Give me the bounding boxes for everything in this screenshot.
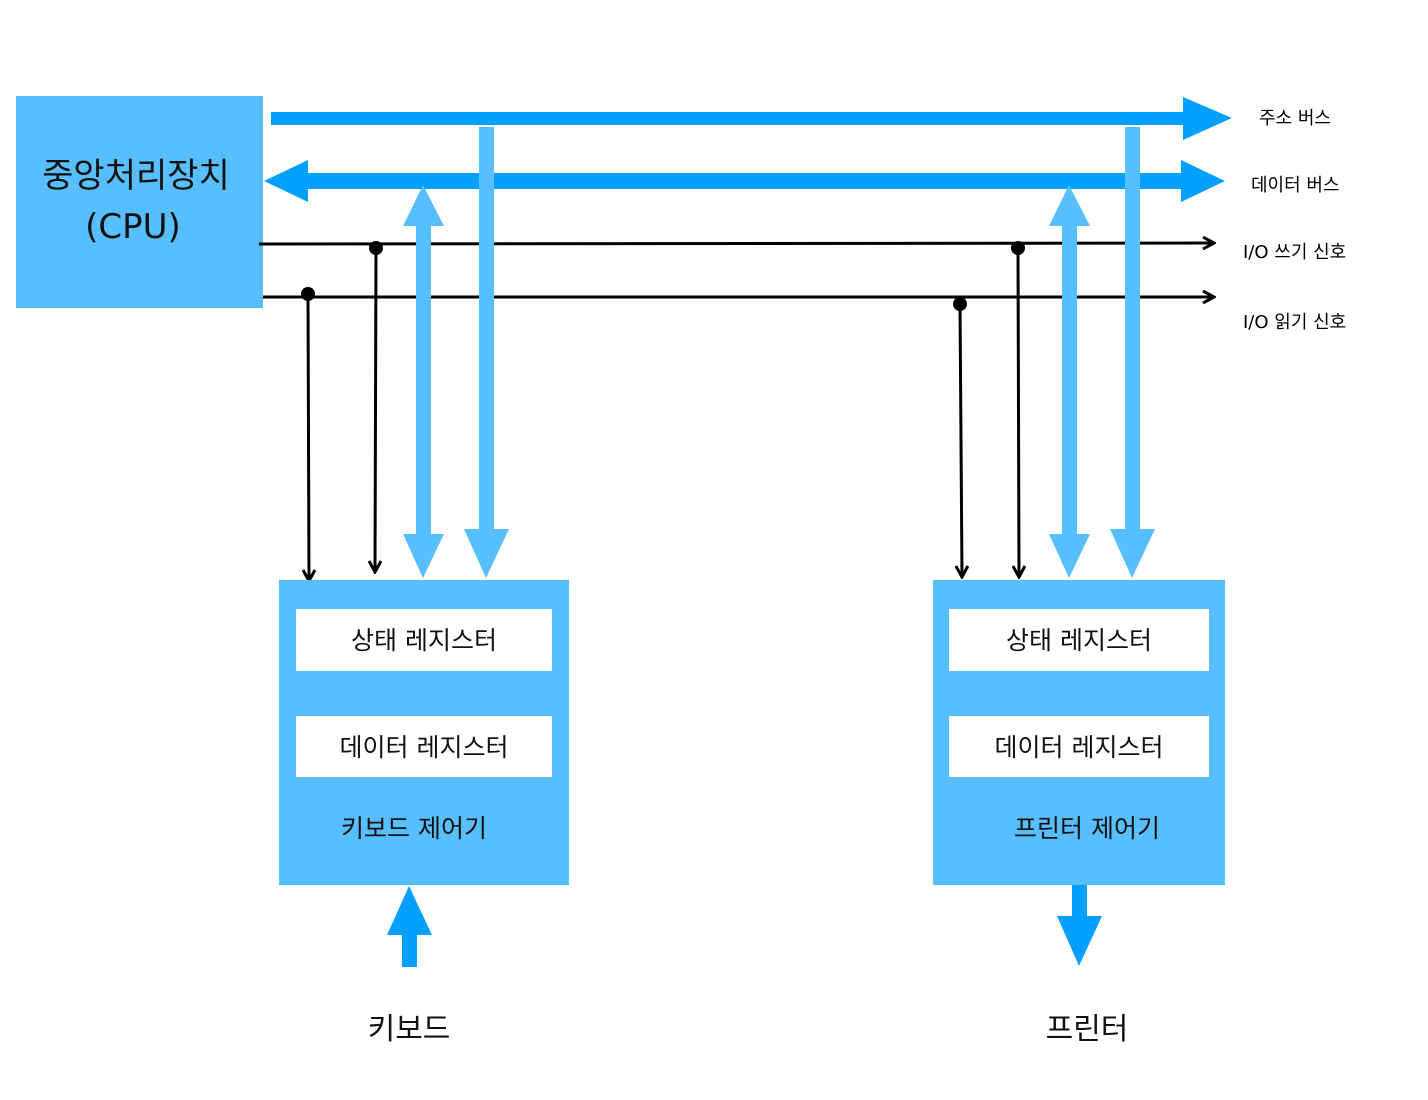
printer-data-link [1049,185,1090,578]
keyboard-controller-label: 키보드 제어기 [341,814,487,843]
keyboard-io-write-tap [369,241,383,572]
keyboard-data-register [296,716,552,777]
printer-io-read-tap [953,297,967,577]
printer-data-register [949,716,1209,777]
keyboard-device-label: 키보드 [368,1012,451,1047]
printer-controller-label: 프린터 제어기 [1014,814,1160,843]
keyboard-data-register-label: 데이터 레지스터 [340,733,509,762]
keyboard-status-register [296,609,552,671]
cpu-label-line1: 중앙처리장치 [42,156,230,196]
printer-io-write-tap [1011,241,1025,577]
printer-controller-box: 상태 레지스터 데이터 레지스터 프린터 제어기 [933,580,1225,885]
keyboard-address-drop [464,127,509,578]
printer-status-register [949,609,1209,671]
cpu-box: 중앙처리장치 (CPU) [16,96,263,308]
keyboard-controller-box: 상태 레지스터 데이터 레지스터 키보드 제어기 [279,580,569,885]
address-bus-label: 주소 버스 [1259,108,1331,129]
keyboard-data-link [403,185,444,578]
data-bus-label: 데이터 버스 [1251,175,1340,196]
printer-address-drop [1110,127,1155,578]
address-bus [271,97,1232,140]
cpu-label-line2: (CPU) [85,207,181,247]
printer-status-register-label: 상태 레지스터 [1006,626,1152,655]
printer-device-label: 프린터 [1046,1012,1129,1047]
io-write-label: I/O 쓰기 신호 [1243,242,1346,263]
keyboard-io-read-tap [301,287,315,581]
keyboard-status-register-label: 상태 레지스터 [351,626,497,655]
printer-output-arrow [1057,885,1102,966]
printer-data-register-label: 데이터 레지스터 [995,733,1164,762]
io-read-label: I/O 읽기 신호 [1243,312,1346,333]
keyboard-input-arrow [387,886,432,967]
data-bus [264,160,1225,202]
